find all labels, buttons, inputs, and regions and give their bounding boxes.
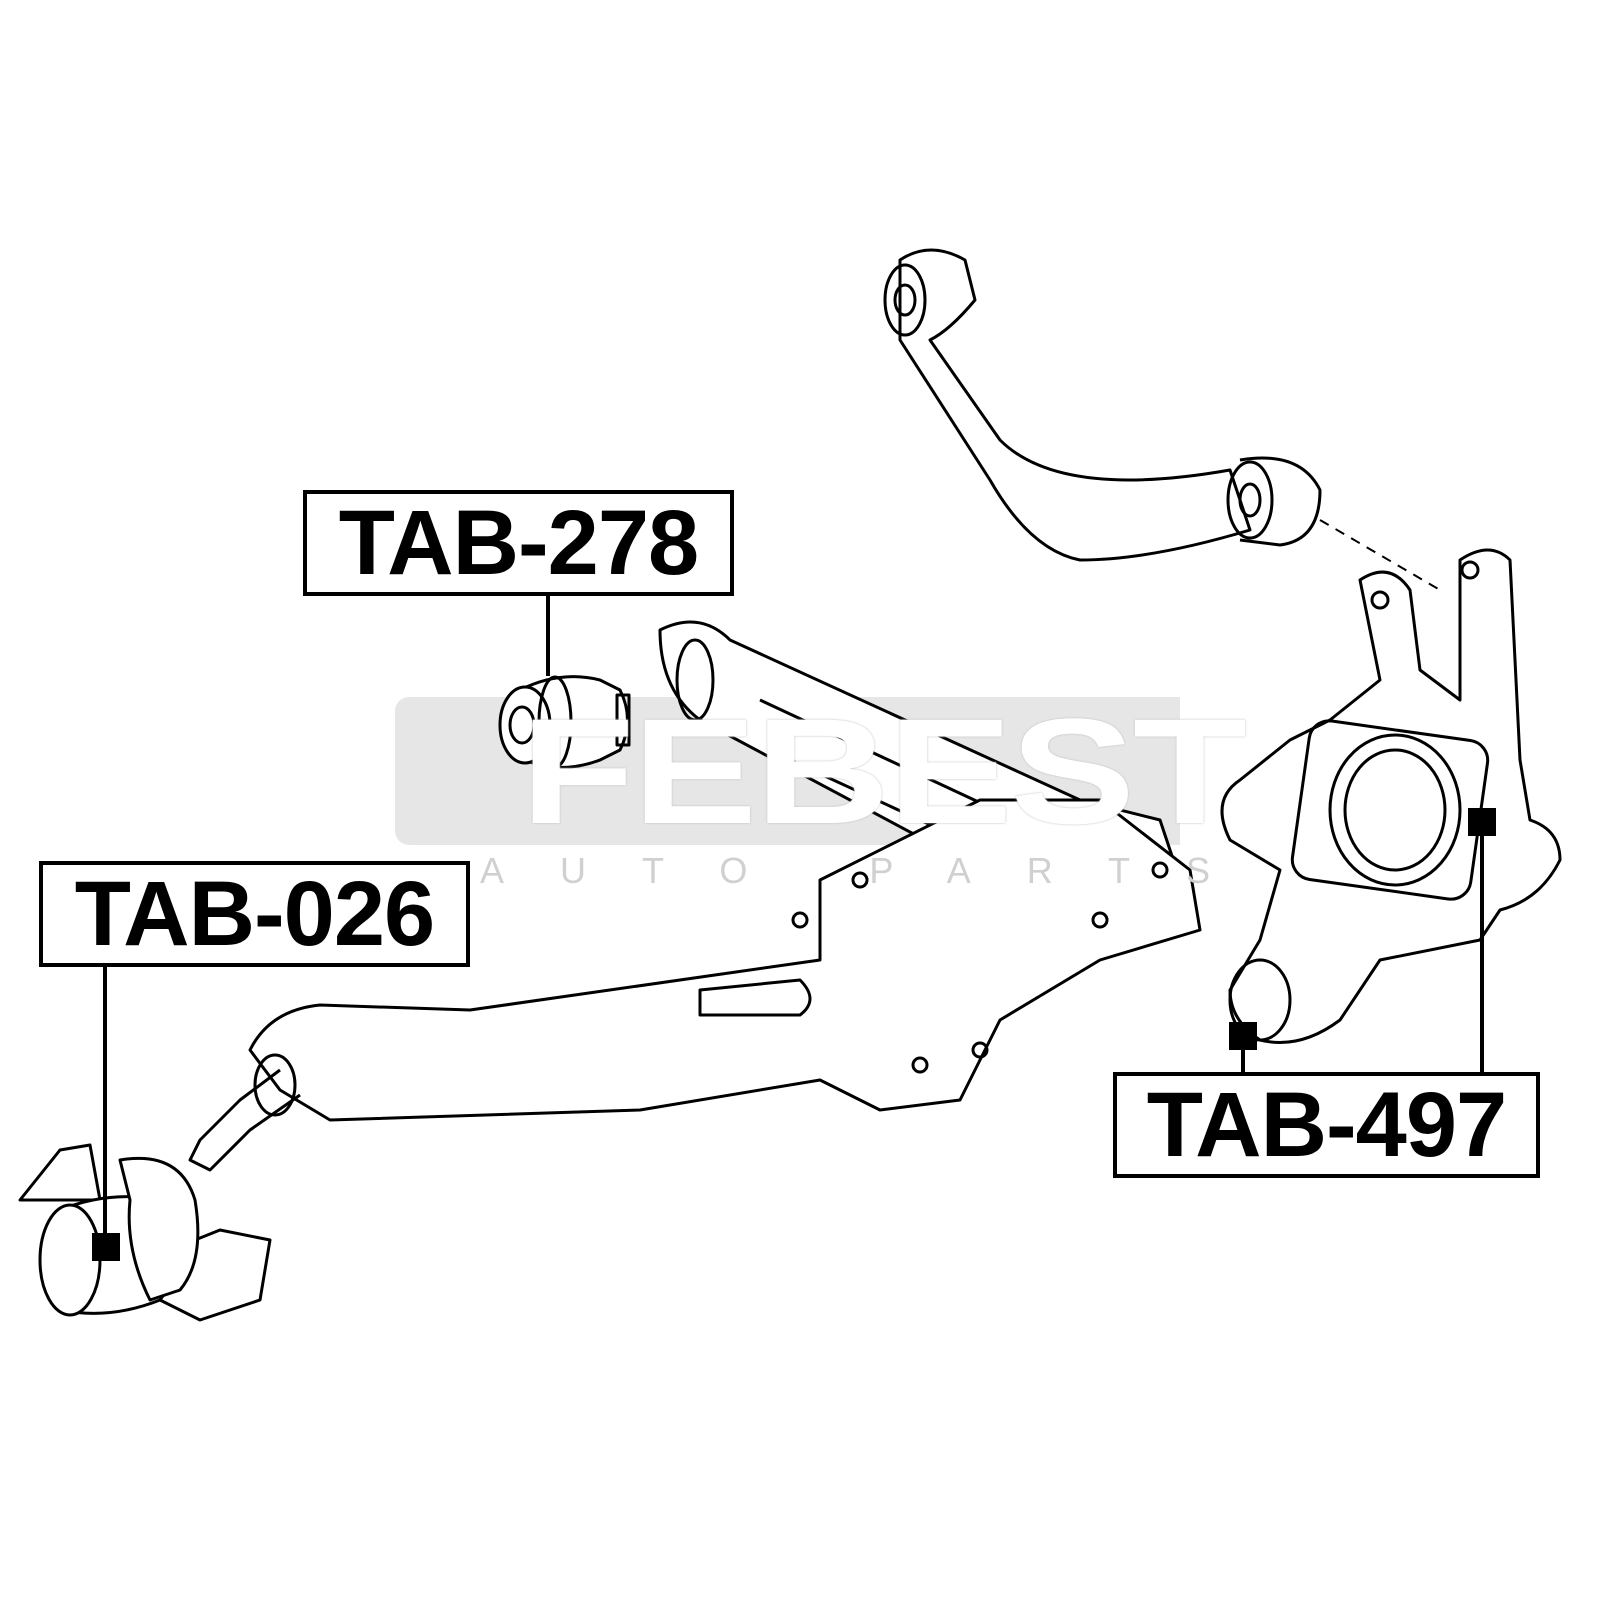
- watermark-sub: AUTO PARTS: [480, 850, 1267, 891]
- rear-knuckle: [1220, 548, 1562, 1044]
- part-label-tab-497[interactable]: TAB-497: [1113, 1072, 1540, 1178]
- axle-beam: [188, 798, 1202, 1172]
- leader-line-tab-497-b: [1480, 830, 1484, 1075]
- leader-line-tab-497-a: [1241, 1045, 1245, 1075]
- bushing-tab-278: [498, 675, 631, 769]
- marker-tab-497-a: [1229, 1022, 1257, 1050]
- part-label-tab-278[interactable]: TAB-278: [303, 490, 734, 596]
- upper-control-arm: [883, 248, 1441, 591]
- marker-tab-497-b: [1468, 808, 1496, 836]
- leader-line-tab-026: [103, 967, 107, 1247]
- leader-line-tab-278: [546, 596, 550, 676]
- marker-tab-026: [92, 1233, 120, 1261]
- bushing-tab-026: [18, 1143, 272, 1322]
- watermark-brand: FEBEST: [520, 687, 1247, 855]
- part-label-tab-026[interactable]: TAB-026: [39, 861, 470, 967]
